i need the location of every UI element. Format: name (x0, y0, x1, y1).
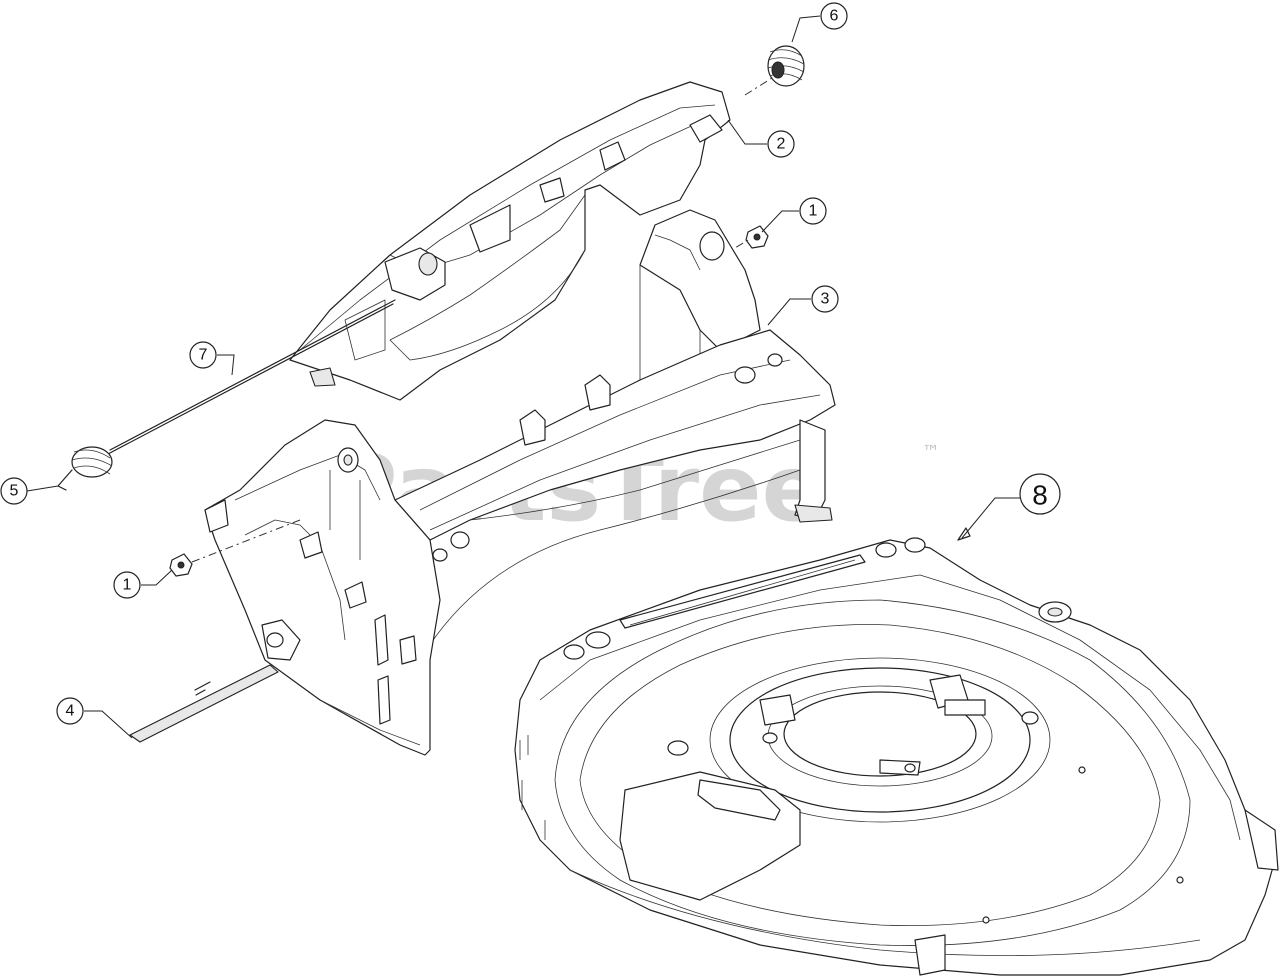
callout-6-label: 6 (830, 8, 839, 25)
rear-flap-part-2 (289, 81, 731, 401)
callout-1-lower-label: 1 (123, 577, 132, 594)
watermark-trademark: ™ (922, 442, 940, 463)
torsion-spring-part-5 (57, 446, 113, 491)
spring-part-6 (767, 45, 805, 87)
callout-4[interactable]: 4 (56, 697, 133, 739)
callout-2[interactable]: 2 (727, 119, 795, 158)
callout-1-upper[interactable]: 1 (761, 197, 827, 233)
callout-1-lower[interactable]: 1 (113, 569, 173, 599)
mower-deck-part-8 (514, 537, 1279, 976)
callout-3-label: 3 (821, 291, 830, 308)
callout-8-label: 8 (1032, 480, 1048, 511)
callout-8[interactable]: 8 (957, 473, 1061, 541)
callout-4-label: 4 (66, 703, 75, 720)
callout-3[interactable]: 3 (767, 285, 839, 326)
nut-part-1-lower (169, 553, 193, 577)
callout-7[interactable]: 7 (189, 341, 235, 376)
rod-part-7 (107, 299, 396, 455)
axle-part-4 (129, 664, 279, 743)
housing-frame-part-3 (204, 209, 836, 756)
callout-7-label: 7 (199, 347, 208, 364)
callout-1-upper-label: 1 (809, 203, 818, 220)
callout-5-label: 5 (10, 483, 19, 500)
callout-2-label: 2 (777, 136, 786, 153)
callout-5[interactable]: 5 (0, 477, 59, 505)
callout-6[interactable]: 6 (791, 2, 848, 43)
